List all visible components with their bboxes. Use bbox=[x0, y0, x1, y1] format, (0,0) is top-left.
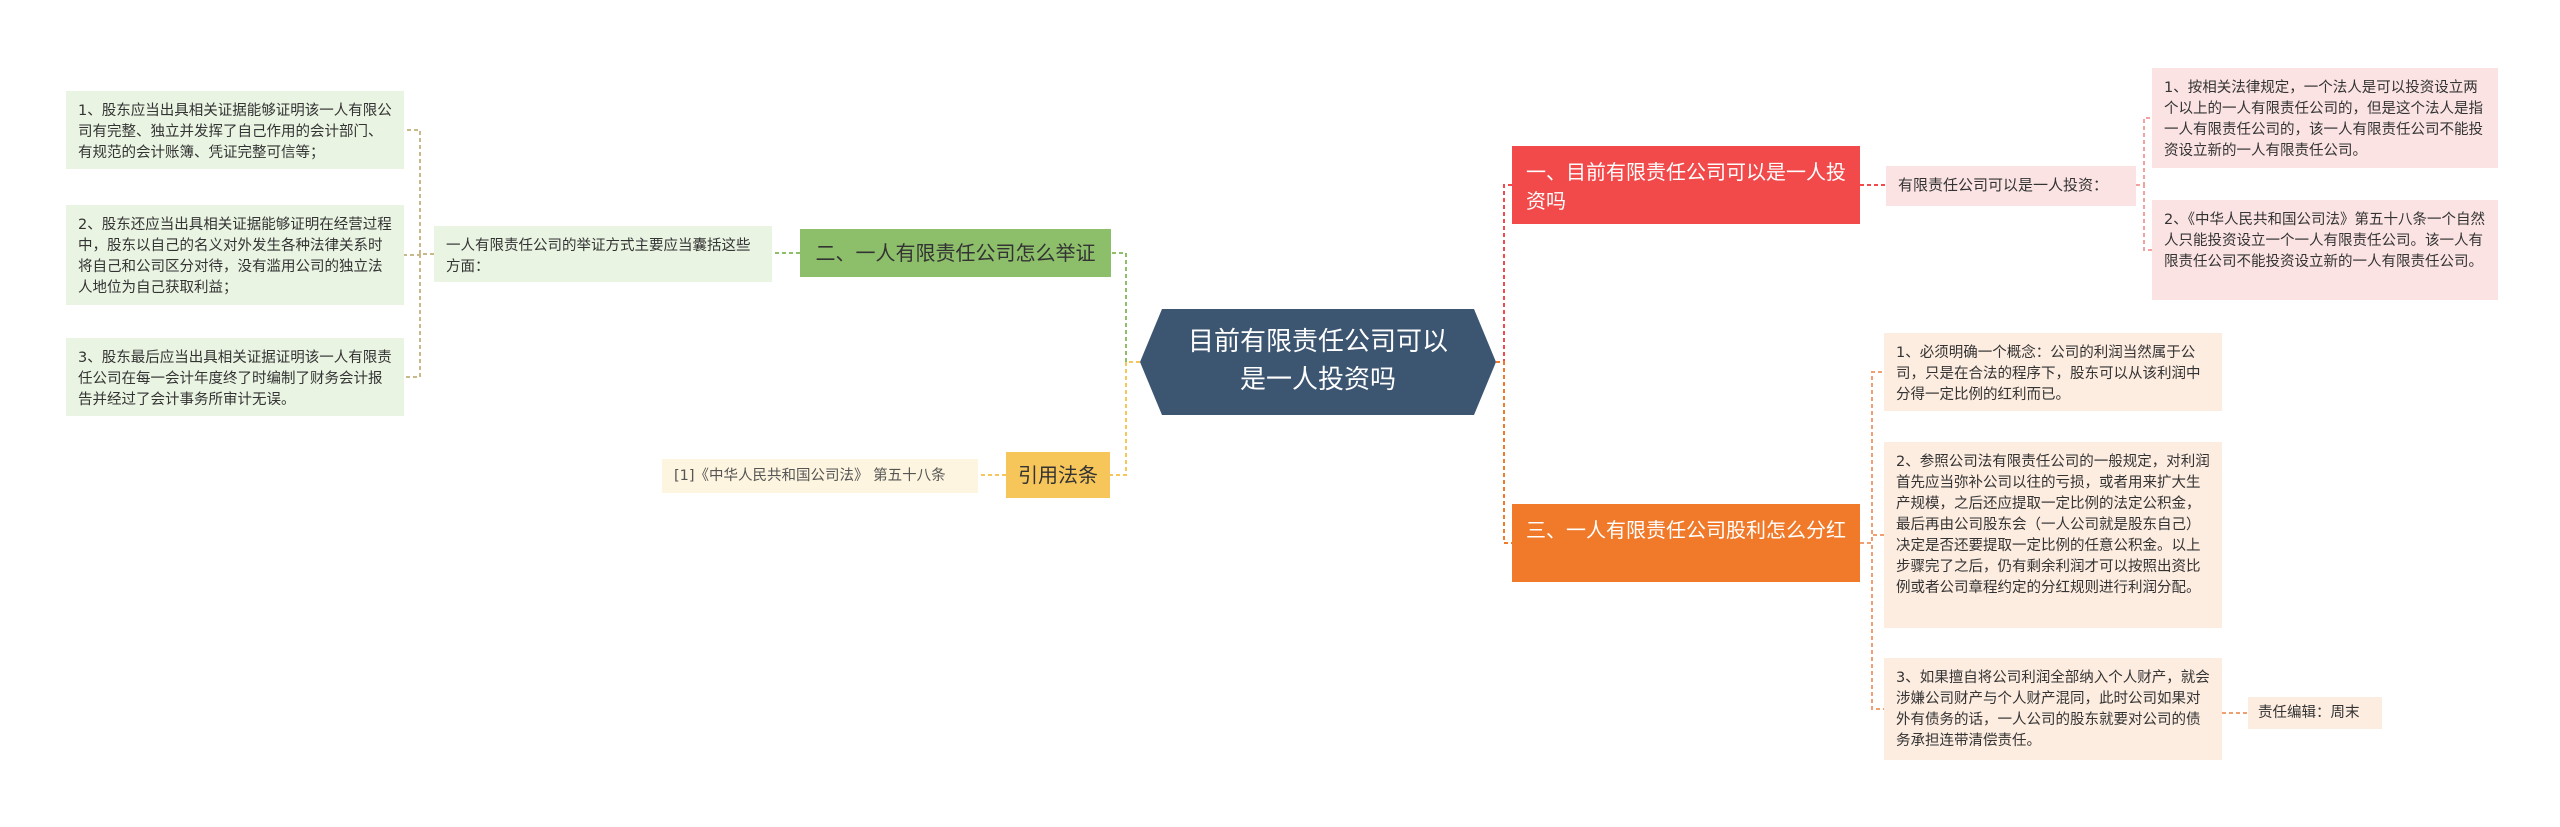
branch-1-detail-2[interactable]: 2、《中华人民共和国公司法》第五十八条一个自然人只能投资设立一个一人有限责任公司… bbox=[2152, 200, 2498, 300]
link-root-b1 bbox=[1496, 184, 1512, 363]
editor-note[interactable]: 责任编辑：周末 bbox=[2248, 697, 2382, 729]
branch-2-sub-label: 一人有限责任公司的举证方式主要应当囊括这些方面： bbox=[446, 238, 751, 276]
reference-topic[interactable]: 引用法条 bbox=[1006, 452, 1110, 498]
branch-3-label: 三、一人有限责任公司股利怎么分红 bbox=[1526, 518, 1846, 542]
branch-3-detail-3-text: 3、如果擅自将公司利润全部纳入个人财产，就会涉嫌公司财产与个人财产混同，此时公司… bbox=[1896, 670, 2210, 750]
link-root-b2 bbox=[1111, 252, 1140, 363]
branch-2-detail-3[interactable]: 3、股东最后应当出具相关证据证明该一人有限责任公司在每一会计年度终了时编制了财务… bbox=[66, 338, 404, 416]
branch-1-topic[interactable]: 一、目前有限责任公司可以是一人投资吗 bbox=[1512, 146, 1860, 224]
link-root-ref bbox=[1110, 361, 1140, 476]
branch-3-topic[interactable]: 三、一人有限责任公司股利怎么分红 bbox=[1512, 504, 1860, 582]
link-sub-d2 bbox=[2136, 184, 2152, 251]
branch-2-detail-2[interactable]: 2、股东还应当出具相关证据能够证明在经营过程中，股东以自己的名义对外发生各种法律… bbox=[66, 205, 404, 305]
branch-2-label: 二、一人有限责任公司怎么举证 bbox=[815, 241, 1096, 265]
link-g0-l1 bbox=[404, 129, 434, 255]
branch-3-detail-3[interactable]: 3、如果擅自将公司利润全部纳入个人财产，就会涉嫌公司财产与个人财产混同，此时公司… bbox=[1884, 658, 2222, 760]
link-g0-l3 bbox=[404, 253, 434, 378]
branch-1-sub-label: 有限责任公司可以是一人投资： bbox=[1898, 176, 2109, 194]
branch-2-subtopic[interactable]: 一人有限责任公司的举证方式主要应当囊括这些方面： bbox=[434, 226, 772, 282]
root-topic[interactable]: 目前有限责任公司可以是一人投资吗 bbox=[1140, 309, 1496, 415]
branch-2-detail-2-text: 2、股东还应当出具相关证据能够证明在经营过程中，股东以自己的名义对外发生各种法律… bbox=[78, 217, 392, 297]
branch-2-topic[interactable]: 二、一人有限责任公司怎么举证 bbox=[800, 229, 1111, 277]
branch-1-subtopic[interactable]: 有限责任公司可以是一人投资： bbox=[1886, 166, 2136, 206]
branch-1-detail-2-text: 2、《中华人民共和国公司法》第五十八条一个自然人只能投资设立一个一人有限责任公司… bbox=[2164, 212, 2485, 271]
branch-3-detail-1[interactable]: 1、必须明确一个概念：公司的利润当然属于公司，只是在合法的程序下，股东可以从该利… bbox=[1884, 333, 2222, 411]
branch-1-detail-1[interactable]: 1、按相关法律规定，一个法人是可以投资设立两个以上的一人有限责任公司的，但是这个… bbox=[2152, 68, 2498, 168]
link-root-b3 bbox=[1496, 361, 1512, 544]
link-b3-r2 bbox=[1860, 534, 1884, 544]
branch-3-detail-2[interactable]: 2、参照公司法有限责任公司的一般规定，对利润首先应当弥补公司以往的亏损，或者用来… bbox=[1884, 442, 2222, 628]
branch-2-detail-3-text: 3、股东最后应当出具相关证据证明该一人有限责任公司在每一会计年度终了时编制了财务… bbox=[78, 350, 392, 409]
branch-1-label: 一、目前有限责任公司可以是一人投资吗 bbox=[1526, 160, 1846, 213]
editor-note-text: 责任编辑：周末 bbox=[2258, 705, 2360, 721]
reference-item[interactable]: [1]《中华人民共和国公司法》 第五十八条 bbox=[662, 459, 978, 493]
reference-item-text: [1]《中华人民共和国公司法》 第五十八条 bbox=[674, 468, 946, 484]
reference-label: 引用法条 bbox=[1018, 463, 1098, 487]
root-topic-label: 目前有限责任公司可以是一人投资吗 bbox=[1187, 327, 1448, 395]
link-sub-d1 bbox=[2136, 117, 2152, 186]
branch-3-detail-2-text: 2、参照公司法有限责任公司的一般规定，对利润首先应当弥补公司以往的亏损，或者用来… bbox=[1896, 454, 2210, 597]
link-b3-r1 bbox=[1860, 371, 1884, 544]
branch-2-detail-1[interactable]: 1、股东应当出具相关证据能够证明该一人有限公司有完整、独立并发挥了自己作用的会计… bbox=[66, 91, 404, 169]
link-b3-r3 bbox=[1860, 542, 1884, 710]
branch-1-detail-1-text: 1、按相关法律规定，一个法人是可以投资设立两个以上的一人有限责任公司的，但是这个… bbox=[2164, 80, 2483, 160]
branch-2-detail-1-text: 1、股东应当出具相关证据能够证明该一人有限公司有完整、独立并发挥了自己作用的会计… bbox=[78, 103, 392, 162]
branch-3-detail-1-text: 1、必须明确一个概念：公司的利润当然属于公司，只是在合法的程序下，股东可以从该利… bbox=[1896, 345, 2201, 404]
